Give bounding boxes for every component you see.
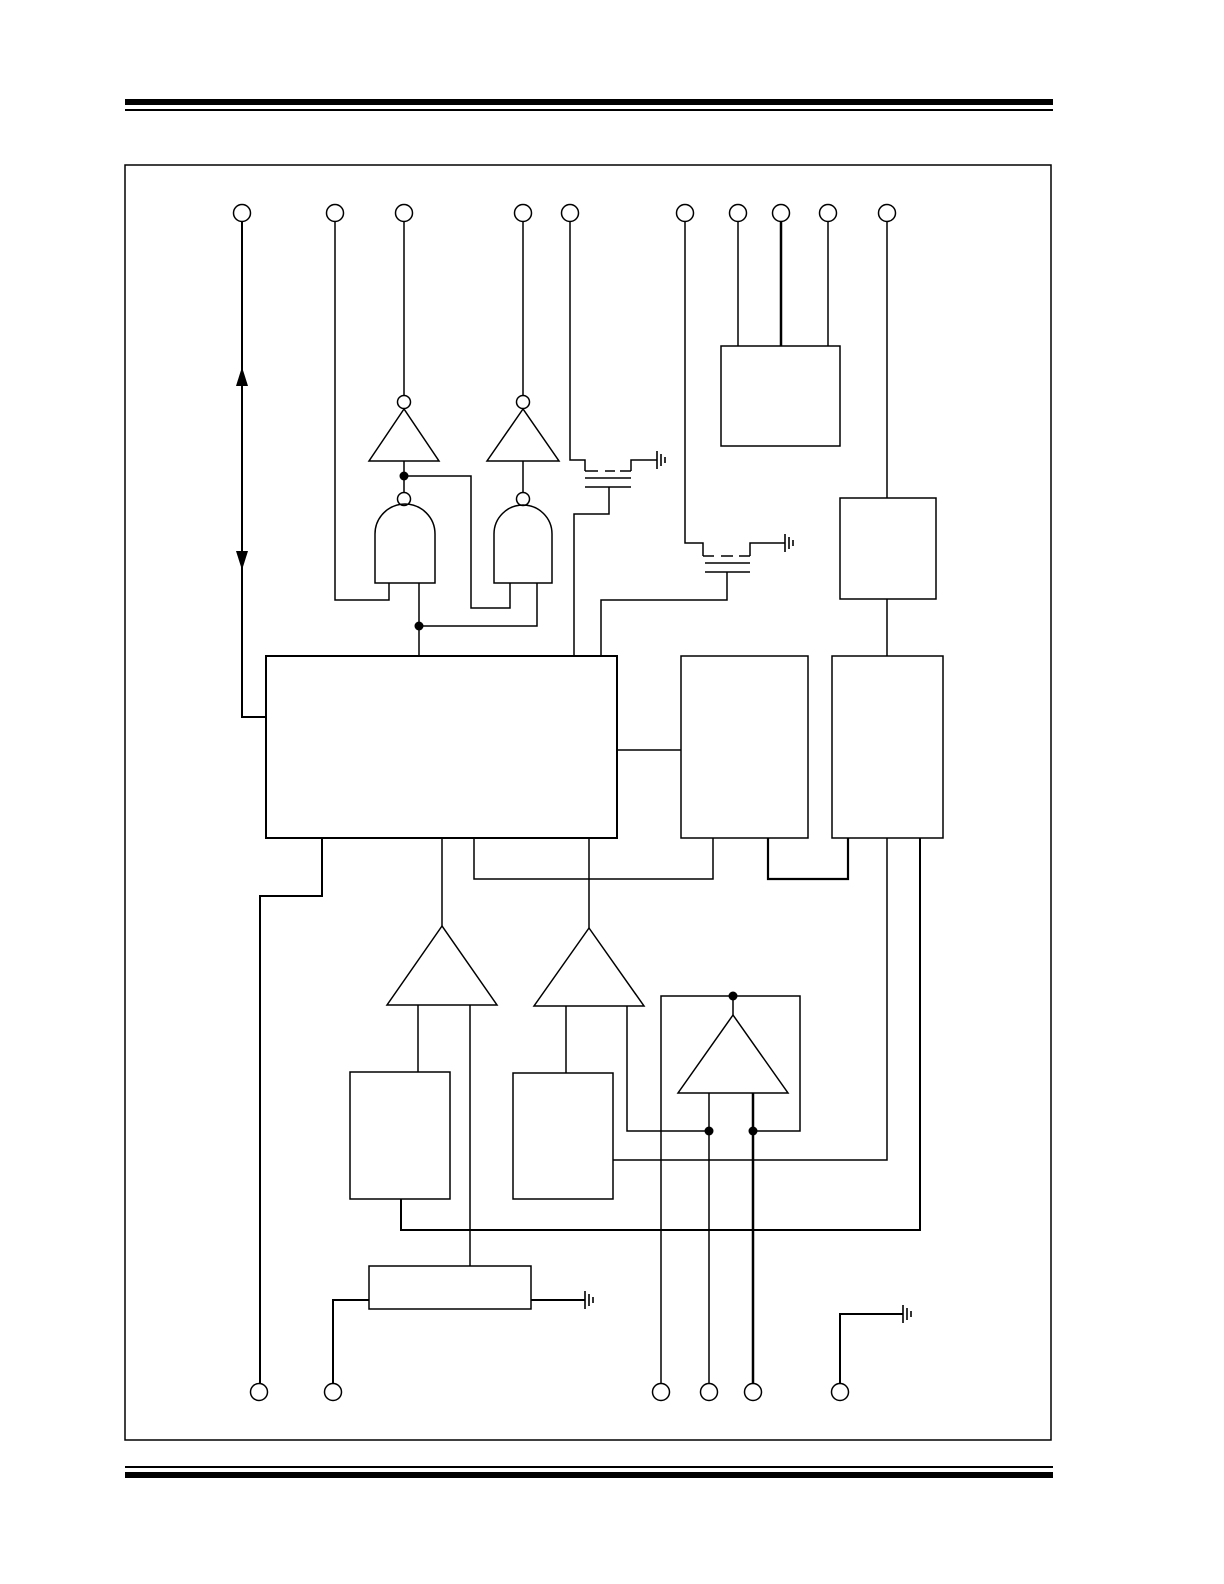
ground-icon	[784, 533, 794, 553]
right-feed-lines	[400, 838, 921, 1231]
pin-top-8	[771, 203, 791, 223]
pin-bottom-3	[651, 1382, 671, 1402]
mosfet-switch-2	[600, 222, 785, 656]
mosfet-switch-1	[569, 222, 657, 656]
figure-frame	[124, 164, 1052, 1441]
pin-bottom-6	[830, 1382, 850, 1402]
junction-dots	[399, 471, 758, 1136]
output-buffer-2	[485, 222, 561, 507]
pin-top-9	[818, 203, 838, 223]
comparator-2	[532, 838, 709, 1132]
right-upper-block	[839, 497, 937, 600]
reference-block-1	[349, 1071, 451, 1200]
gate-wiring	[334, 222, 538, 656]
pin-bottom-1	[249, 1382, 269, 1402]
reference-block-2	[512, 1072, 614, 1200]
comparator-1	[385, 838, 499, 1266]
output-buffer-1	[367, 222, 441, 507]
divider-block	[368, 1265, 532, 1310]
pin-top-4	[513, 203, 533, 223]
main-control-block	[265, 655, 618, 839]
block-interconnects	[259, 838, 850, 1383]
pin-top-1	[232, 203, 252, 223]
bus-arrow-up-icon	[236, 367, 248, 386]
pin-top-10	[877, 203, 897, 223]
pin-top-6	[675, 203, 695, 223]
ground-icon	[584, 1290, 594, 1310]
pin-top-7	[728, 203, 748, 223]
header-rule	[125, 99, 1053, 111]
bus-arrow-down-icon	[236, 551, 248, 570]
pin-bottom-5	[743, 1382, 763, 1402]
bidirectional-bus	[241, 222, 266, 718]
right-column-block	[831, 655, 944, 839]
pin-bottom-2	[323, 1382, 343, 1402]
ground-icon	[902, 1304, 912, 1324]
footer-rule	[125, 1466, 1053, 1478]
pin-top-2	[325, 203, 345, 223]
nand-gate-2	[493, 504, 553, 584]
op-amp-stage	[660, 995, 801, 1383]
nand-gate-1	[374, 503, 436, 584]
top-right-block	[720, 345, 841, 447]
ground-icon	[656, 450, 666, 470]
ground-lead	[839, 1313, 903, 1383]
pin-top-5	[560, 203, 580, 223]
pin-bottom-4	[699, 1382, 719, 1402]
middle-block	[680, 655, 809, 839]
pin-top-3	[394, 203, 414, 223]
